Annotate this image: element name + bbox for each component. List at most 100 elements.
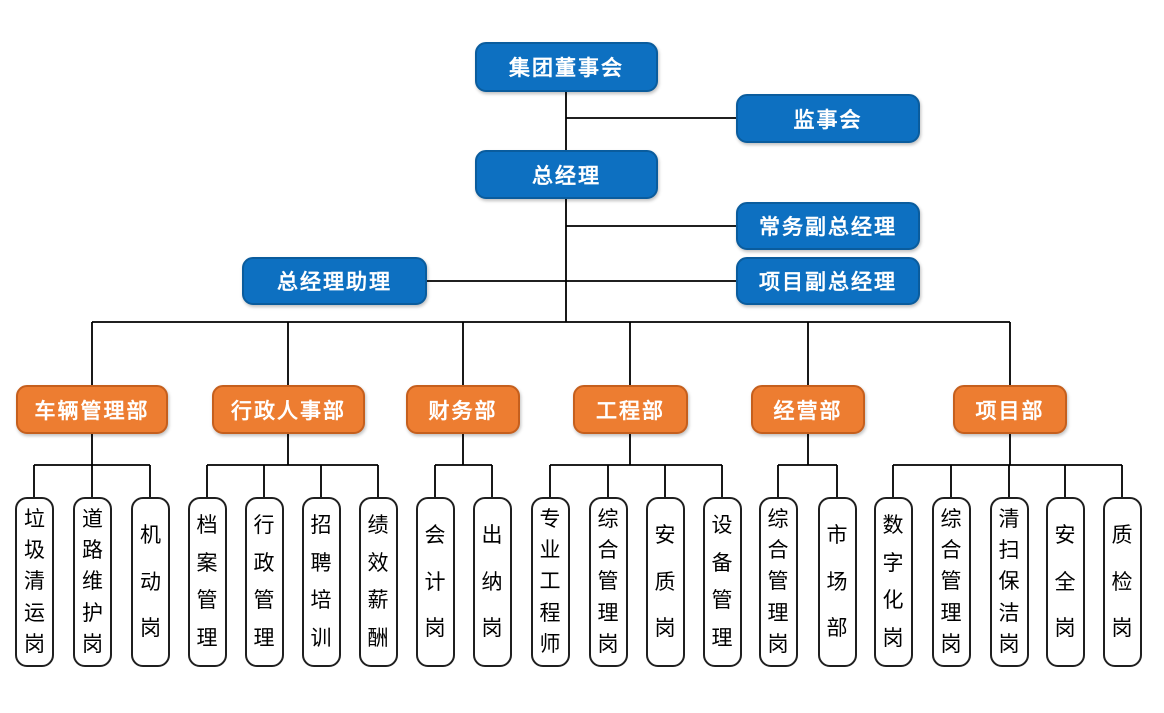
node-pos-digitalization: 数字化岗 [873,497,913,667]
node-gm-assistant: 总经理助理 [242,257,427,305]
node-label: 集团董事会 [509,57,624,80]
node-pos-professional-engineer: 专业工程师 [530,497,570,667]
position-label-char: 理 [253,625,275,650]
position-label-char: 合 [940,538,962,563]
node-pos-road-maintenance: 道路维护岗 [73,497,112,667]
position-label-char: 洁 [998,600,1020,625]
position-label-char: 理 [767,600,789,625]
position-label-char: 理 [196,625,218,650]
node-dept-project: 项目部 [953,385,1067,434]
position-label-char: 酬 [367,625,389,650]
position-label-char: 出 [481,522,503,547]
node-label: 监事会 [793,108,863,132]
position-label-char: 备 [711,550,733,575]
node-project-deputy-gm: 项目副总经理 [736,257,920,305]
position-label-char: 合 [767,538,789,563]
position-label-char: 理 [597,600,619,625]
position-label-char: 岗 [940,631,962,656]
position-label-char: 岗 [481,616,503,641]
node-pos-cashier: 出纳岗 [472,497,512,667]
position-label-char: 安 [654,522,676,547]
position-label-char: 岗 [654,616,676,641]
node-label: 车辆管理部 [34,399,150,423]
position-label-char: 招 [310,513,332,538]
position-label-char: 培 [310,588,332,613]
node-pos-general-management-eng: 综合管理岗 [588,497,628,667]
position-label-char: 护 [82,600,103,625]
position-label-char: 业 [539,538,561,563]
node-dept-finance: 财务部 [406,385,520,434]
position-label-char: 综 [940,507,962,532]
position-label-char: 数 [882,513,904,538]
node-executive-deputy-gm: 常务副总经理 [736,202,920,250]
position-label-char: 岗 [597,631,619,656]
position-label-char: 档 [196,513,218,538]
position-label-char: 案 [196,550,218,575]
node-pos-performance-payroll: 绩效薪酬 [358,497,398,667]
node-board-of-directors: 集团董事会 [475,42,658,92]
node-pos-safety-quality: 安质岗 [645,497,685,667]
position-label-char: 质 [654,569,676,594]
position-label-char: 综 [597,507,619,532]
position-label-char: 岗 [882,625,904,650]
position-label-char: 政 [253,550,275,575]
position-label-char: 清 [24,569,45,594]
node-pos-general-management-ops: 综合管理岗 [758,497,798,667]
position-label-char: 安 [1054,522,1076,547]
position-label-char: 师 [539,631,561,656]
position-label-char: 岗 [82,631,103,656]
node-label: 项目副总经理 [759,271,897,294]
position-label-char: 管 [597,569,619,594]
node-pos-quality-inspection: 质检岗 [1102,497,1142,667]
position-label-char: 保 [998,569,1020,594]
position-label-char: 路 [82,538,103,563]
node-pos-garbage-collection: 垃圾清运岗 [15,497,54,667]
position-label-char: 质 [1111,522,1133,547]
position-label-char: 字 [882,550,904,575]
node-dept-operations: 经营部 [751,385,865,434]
position-label-char: 岗 [998,631,1020,656]
node-label: 常务副总经理 [759,216,897,239]
position-label-char: 理 [940,600,962,625]
position-label-char: 聘 [310,550,332,575]
node-label: 财务部 [428,399,498,423]
position-label-char: 岗 [1111,616,1133,641]
position-label-char: 工 [539,569,561,594]
node-pos-recruiting-training: 招聘培训 [301,497,341,667]
position-label-char: 设 [711,513,733,538]
node-supervisory-board: 监事会 [736,94,920,143]
position-label-char: 岗 [767,631,789,656]
position-label-char: 行 [253,513,275,538]
node-label: 项目部 [975,399,1045,423]
position-label-char: 垃 [24,507,45,532]
node-label: 工程部 [596,399,665,423]
position-label-char: 管 [196,588,218,613]
position-label-char: 岗 [24,631,45,656]
node-pos-market: 市场部 [817,497,857,667]
position-label-char: 纳 [481,569,503,594]
position-label-char: 全 [1054,569,1076,594]
node-pos-safety: 安全岗 [1045,497,1085,667]
position-label-char: 专 [539,507,561,532]
node-pos-mobile-duty: 机动岗 [131,497,170,667]
position-label-char: 场 [826,569,848,594]
node-dept-vehicle-management: 车辆管理部 [16,385,168,434]
node-pos-general-management-proj: 综合管理岗 [931,497,971,667]
position-label-char: 机 [140,522,161,547]
node-label: 总经理 [532,164,601,188]
node-label: 总经理助理 [277,271,392,294]
position-label-char: 清 [998,507,1020,532]
position-label-char: 市 [826,522,848,547]
position-label-char: 效 [367,550,389,575]
node-general-manager: 总经理 [475,150,658,199]
position-label-char: 薪 [367,588,389,613]
position-label-char: 程 [539,600,561,625]
position-label-char: 计 [424,569,446,594]
node-pos-sweeping-cleaning: 清扫保洁岗 [989,497,1029,667]
node-pos-archives-management: 档案管理 [187,497,227,667]
position-label-char: 维 [82,569,103,594]
position-label-char: 理 [711,625,733,650]
node-label: 行政人事部 [231,399,346,423]
